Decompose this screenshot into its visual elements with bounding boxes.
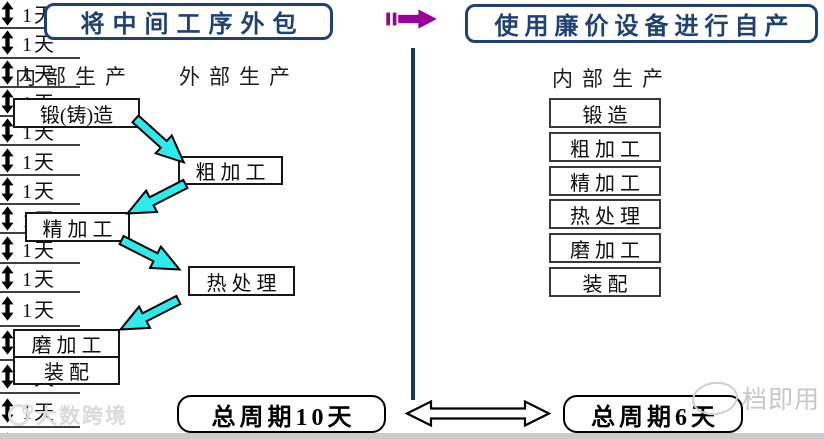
day-row: 1天 [0, 59, 80, 88]
day-row: 1天 [0, 146, 80, 176]
process-box-heat-treatment: 热处理 [549, 199, 661, 229]
watermark-logo-icon [8, 404, 33, 426]
day-label: 1天 [22, 268, 56, 291]
day-row: 1天 [0, 29, 80, 59]
left-title: 将中间工序外包 [44, 3, 333, 40]
process-box-rough-machining: 粗加工 [549, 132, 661, 162]
bottom-bar [0, 433, 824, 439]
flow-arrow-down-right-icon [113, 226, 189, 285]
watermark-right-text: 档即用 [742, 387, 821, 414]
day-row: 1天 [0, 264, 80, 293]
process-box-grinding: 磨加工 [13, 329, 120, 358]
process-box-finish-machining: 精加工 [549, 166, 661, 196]
duration-arrow-icon [1, 60, 14, 85]
duration-arrow-icon [1, 148, 14, 173]
flow-arrow-down-right-icon [124, 106, 196, 175]
day-row: 1天 [0, 234, 80, 264]
compare-arrow-icon [404, 399, 552, 428]
process-box-assembly: 装配 [549, 267, 661, 297]
duration-arrow-icon [1, 235, 14, 261]
duration-arrow-icon [1, 1, 14, 26]
duration-arrow-icon [1, 364, 14, 389]
duration-arrow-icon [1, 330, 14, 355]
process-box-assembly: 装配 [13, 356, 120, 385]
process-box-finish-machining: 精加工 [25, 212, 130, 242]
duration-arrow-icon [1, 118, 14, 143]
process-box-forging: 锻(铸)造 [13, 98, 140, 128]
duration-arrow-icon [1, 30, 14, 56]
left-internal-production-label: 内部生产 [15, 65, 135, 89]
left-duration-column: 1天 1天 1天 1天 1天 1天 1天 1天 1天 1天 [0, 0, 80, 293]
day-row: 1天 [0, 293, 80, 327]
process-box-heat-treatment: 热处理 [188, 266, 295, 296]
day-label: 1天 [22, 63, 56, 86]
day-label: 1天 [22, 239, 56, 262]
watermark-right: 档即用 [689, 378, 821, 418]
duration-arrow-icon [1, 177, 14, 202]
watermark-left-text: 大数跨境 [36, 405, 128, 428]
day-label: 1天 [22, 34, 56, 57]
right-title: 使用廉价设备进行自产 [465, 4, 818, 43]
day-label: 1天 [22, 300, 56, 323]
duration-arrow-icon [1, 296, 14, 321]
right-internal-production-label: 内部生产 [552, 67, 672, 91]
day-label: 1天 [22, 151, 56, 174]
duration-arrow-icon [1, 89, 14, 114]
process-box-rough-machining: 粗加工 [178, 156, 283, 185]
flow-arrow-down-left-icon [118, 170, 194, 229]
duration-arrow-icon [1, 206, 14, 231]
transition-arrow-icon [386, 8, 438, 30]
day-label: 1天 [22, 180, 56, 203]
divider-line [411, 48, 415, 400]
watermark-left: 大数跨境 [8, 400, 128, 430]
total-cycle-left: 总周期10天 [177, 395, 386, 433]
day-row: 1天 [0, 176, 80, 206]
process-box-forging: 锻造 [549, 98, 661, 128]
flow-arrow-down-left-icon [111, 286, 187, 345]
total-cycle-right: 总周期6天 [563, 395, 743, 433]
process-box-grinding: 磨加工 [549, 233, 661, 263]
duration-arrow-icon [1, 265, 14, 290]
watermark-stamp-icon [689, 378, 741, 418]
left-external-production-label: 外部生产 [179, 65, 299, 89]
